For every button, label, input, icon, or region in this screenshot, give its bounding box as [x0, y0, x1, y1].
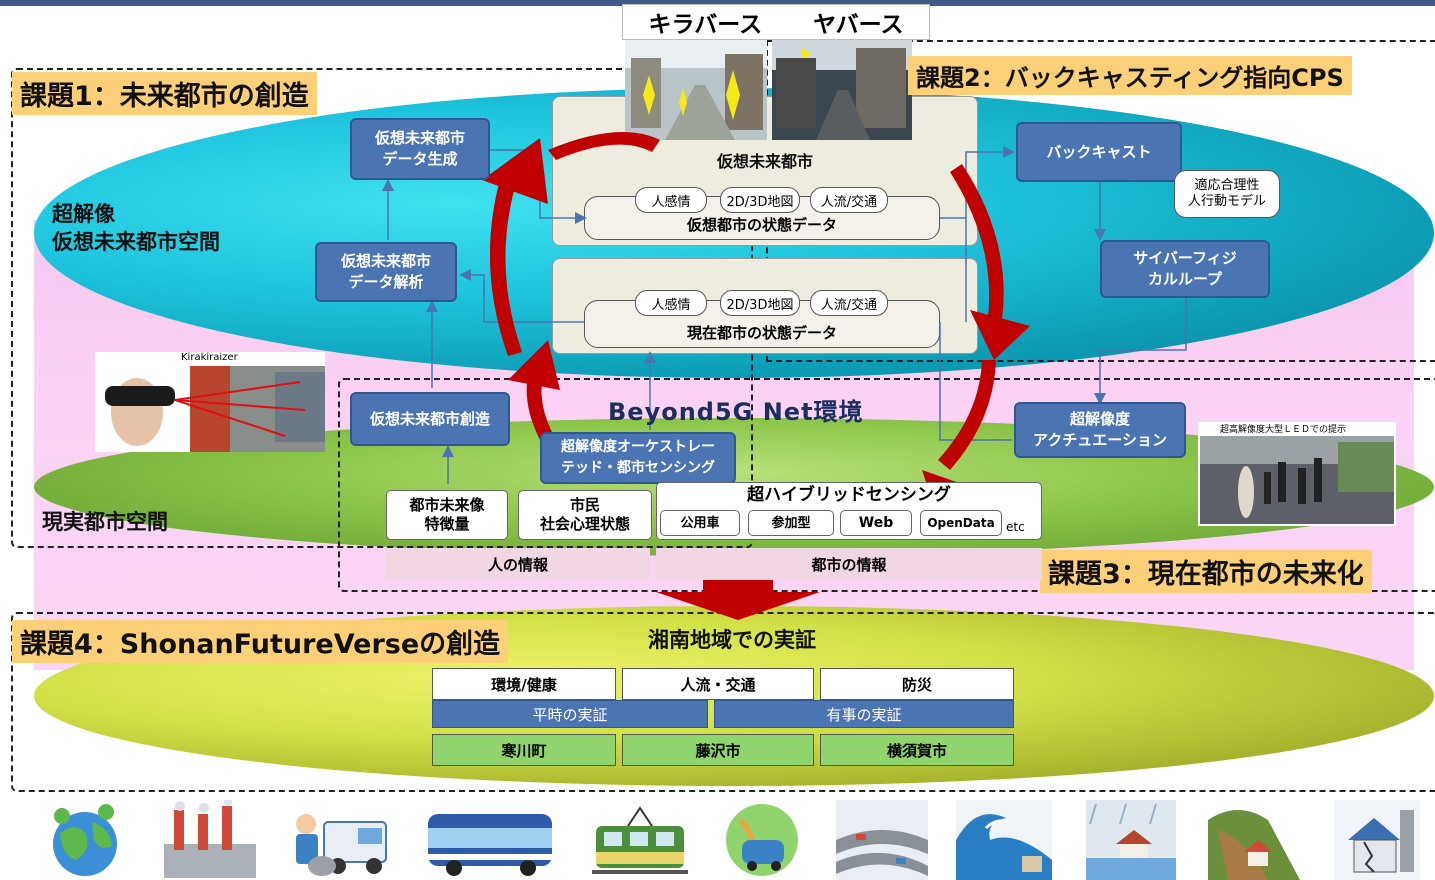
top-bar	[0, 0, 1435, 6]
city-fujisawa: 藤沢市	[622, 734, 814, 766]
virtual-data-analysis-box: 仮想未来都市 データ解析	[315, 242, 457, 302]
sensing-web: Web	[840, 510, 912, 536]
kiraverse-street-photo	[625, 40, 767, 140]
virtual-space-label: 超解像 仮想未来都市空間	[52, 202, 220, 254]
kiraverse-label: キラバース	[648, 12, 763, 38]
actuation-box: 超解像度 アクチュエーション	[1014, 402, 1186, 458]
virtual-traffic-db: 人流/交通	[810, 187, 888, 213]
real-space-label: 現実都市空間	[42, 510, 168, 534]
kirakiraizer-photo: Kirakiraizer	[95, 352, 325, 452]
tsunami-icon	[956, 800, 1052, 880]
sensing-public-vehicle: 公用車	[660, 510, 740, 536]
led-caption: 超高解像度大型ＬＥＤでの提示	[1220, 425, 1347, 435]
category-disaster: 防災	[820, 668, 1014, 700]
sensing-participatory: 参加型	[748, 510, 834, 536]
task4-label: 課題4：ShonanFutureVerseの創造	[12, 620, 509, 663]
virtual-data-generation-box: 仮想未来都市 データ生成	[350, 118, 490, 180]
city-features-box: 都市未来像 特徴量	[386, 490, 508, 540]
city-samukawa: 寒川町	[432, 734, 616, 766]
task1-label: 課題1：未来都市の創造	[12, 72, 317, 115]
factory-icon	[164, 800, 256, 878]
bus-icon	[428, 814, 552, 876]
virtual-emotion-db: 人感情	[635, 187, 707, 213]
earthquake-icon	[1334, 800, 1420, 880]
highway-icon	[836, 800, 928, 880]
led-display-photo: 超高解像度大型ＬＥＤでの提示	[1198, 422, 1396, 526]
autonomous-car-icon	[726, 804, 798, 876]
globe-icon	[53, 804, 117, 876]
net-environment-label: Beyond5G Net環境	[608, 398, 864, 426]
city-info-bar: 都市の情報	[656, 548, 1042, 580]
citizen-state-box: 市民 社会心理状態	[518, 490, 652, 540]
current-map-db: 2D/3D地図	[720, 290, 800, 316]
current-traffic-db: 人流/交通	[810, 290, 888, 316]
train-icon	[592, 806, 688, 874]
behavior-model-db: 適応合理性 人行動モデル	[1174, 170, 1280, 218]
virtual-map-db: 2D/3D地図	[720, 187, 800, 213]
virtual-city-creation-box: 仮想未来都市創造	[350, 392, 510, 446]
kirakiraizer-caption: Kirakiraizer	[181, 352, 238, 363]
orchestrated-sensing-box: 超解像度オーケストレー テッド・都市センシング	[540, 432, 736, 484]
current-emotion-db: 人感情	[635, 290, 707, 316]
backcast-box: バックキャスト	[1016, 122, 1182, 182]
flood-icon	[1086, 800, 1176, 880]
task3-label: 課題3：現在都市の未来化	[1040, 550, 1372, 593]
sensing-etc: etc	[1006, 520, 1025, 534]
category-environment: 環境/健康	[432, 668, 616, 700]
yaverse-label: ヤバース	[813, 12, 904, 38]
category-traffic: 人流・交通	[622, 668, 814, 700]
cyber-physical-loop-box: サイバーフィジ カルループ	[1100, 240, 1270, 298]
city-yokosuka: 横須賀市	[820, 734, 1014, 766]
people-info-bar: 人の情報	[386, 548, 650, 580]
garbage-truck-icon	[296, 814, 387, 876]
sensing-open-data: OpenData	[920, 510, 1002, 536]
task2-label: 課題2：バックキャスティング指向CPS	[908, 56, 1352, 95]
task3-region	[338, 378, 1435, 592]
virtual-city-title: 仮想未来都市	[716, 152, 813, 171]
mode-normal: 平時の実証	[432, 700, 708, 728]
mode-emergency: 有事の実証	[714, 700, 1014, 728]
red-cycle-arrows	[482, 132, 1030, 620]
verse-header: キラバース ヤバース	[622, 4, 930, 40]
yaverse-street-photo	[772, 40, 912, 140]
landslide-icon	[1208, 810, 1300, 880]
shonan-demo-label: 湘南地域での実証	[648, 628, 816, 652]
